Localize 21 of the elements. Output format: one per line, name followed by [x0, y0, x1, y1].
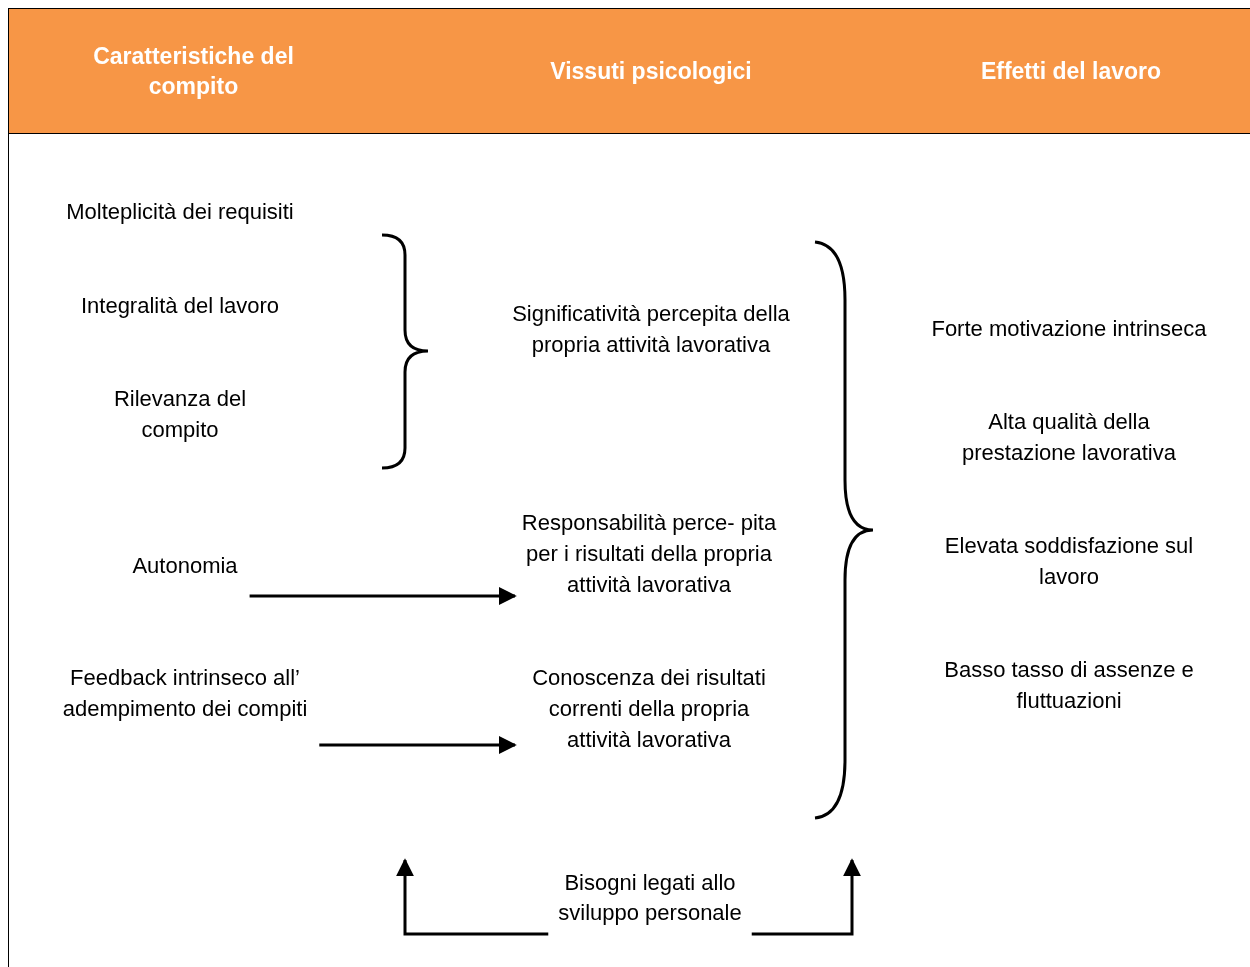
characteristic-text: Integralità del lavoro [79, 292, 281, 320]
effect-text: Basso tasso di assenze e fluttuazioni [943, 656, 1195, 715]
arrow [319, 736, 517, 754]
characteristic-text: Rilevanza del compito [112, 385, 248, 444]
header-band [8, 8, 1250, 134]
effect-text: Forte motivazione intrinseca [930, 315, 1208, 343]
arrow [249, 587, 517, 605]
experience-text: Conoscenza dei risultati correnti della propria attività lavorativa [515, 662, 783, 760]
experience-text: Responsabilità perce- pita per i risultati della propria attività lavorativa [515, 507, 783, 605]
effect-text: Alta qualità della prestazione lavorativa [961, 408, 1177, 467]
effect-text: Elevata soddisfazione sul lavoro [943, 532, 1195, 591]
column-header: Vissuti psicologici [549, 57, 753, 86]
moderator-text: Bisogni legati allo sviluppo personale [442, 868, 815, 935]
characteristic-text: Molteplicità dei requisiti [65, 198, 295, 226]
arrow [396, 858, 549, 936]
characteristic-text: Feedback intrinseco all’ adempimento dei compiti [20, 662, 350, 760]
column-header: Caratteristiche del compito [92, 42, 295, 101]
experience-text: Significatività percepita della propria attività lavorativa [511, 300, 791, 359]
characteristic-text: Autonomia [20, 550, 350, 610]
arrow [751, 858, 861, 936]
column-header: Effetti del lavoro [979, 57, 1163, 86]
